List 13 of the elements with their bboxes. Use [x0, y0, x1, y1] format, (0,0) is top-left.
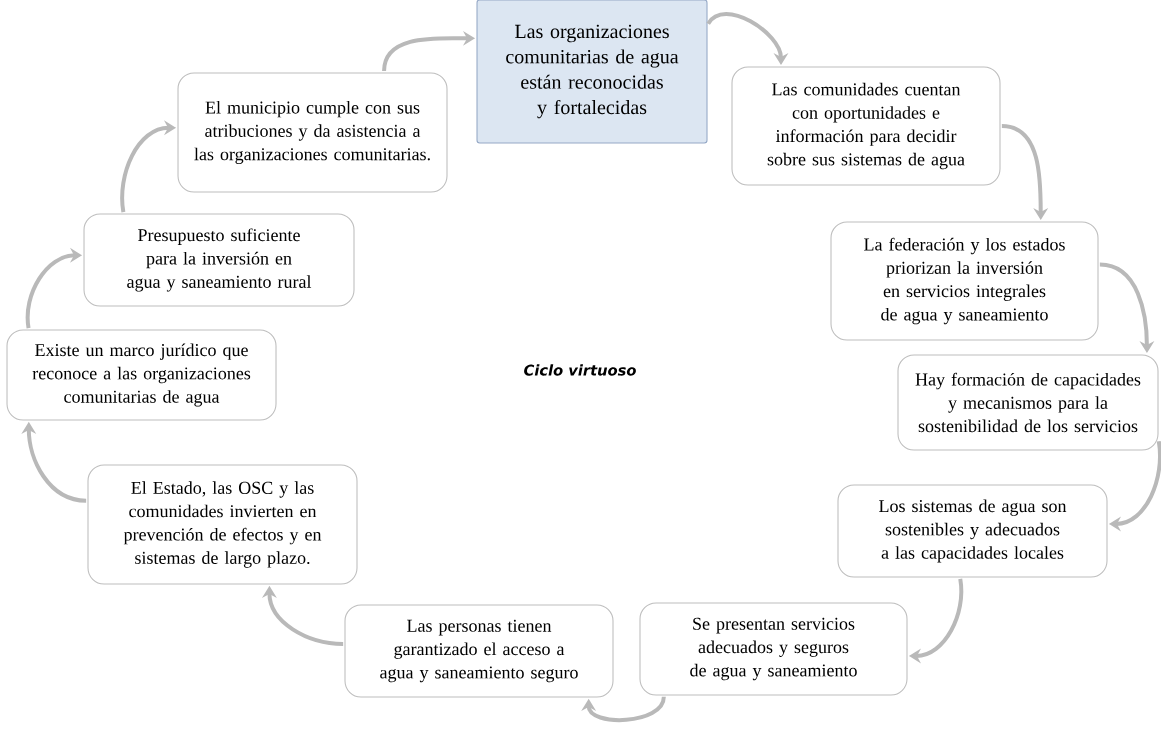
process-box: Hay formación de capacidades y mecanismos para la sostenibilidad de los servicios: [897, 354, 1159, 451]
center-label: Ciclo virtuoso: [524, 364, 636, 376]
process-box: Las comunidades cuentan con oportunidades e información para decidir sobre sus sistemas de agua: [731, 66, 1001, 186]
process-box: El municipio cumple con sus atribuciones y da asistencia a las organizaciones comunitarias.: [177, 72, 448, 193]
process-box: El Estado, las OSC y las comunidades invierten en prevención de efectos y en sistemas de largo plazo.: [87, 464, 358, 585]
process-box: Existe un marco jurídico que reconoce a las organizaciones comunitarias de agua: [6, 329, 277, 421]
highlighted-box: Las organizaciones comunitarias de agua están reconocidas y fortalecidas: [476, 0, 708, 144]
process-box: Se presentan servicios adecuados y seguros de agua y saneamiento: [639, 602, 908, 696]
process-box: La federación y los estados priorizan la inversión en servicios integrales de agua y saneamiento: [830, 221, 1099, 341]
process-box: Los sistemas de agua son sostenibles y adecuados a las capacidades locales: [837, 484, 1108, 578]
process-box: Las personas tienen garantizado el acceso a agua y saneamiento seguro: [344, 604, 614, 698]
process-box: Presupuesto suficiente para la inversión en agua y saneamiento rural: [83, 213, 355, 307]
curved-arrow: [581, 696, 666, 723]
